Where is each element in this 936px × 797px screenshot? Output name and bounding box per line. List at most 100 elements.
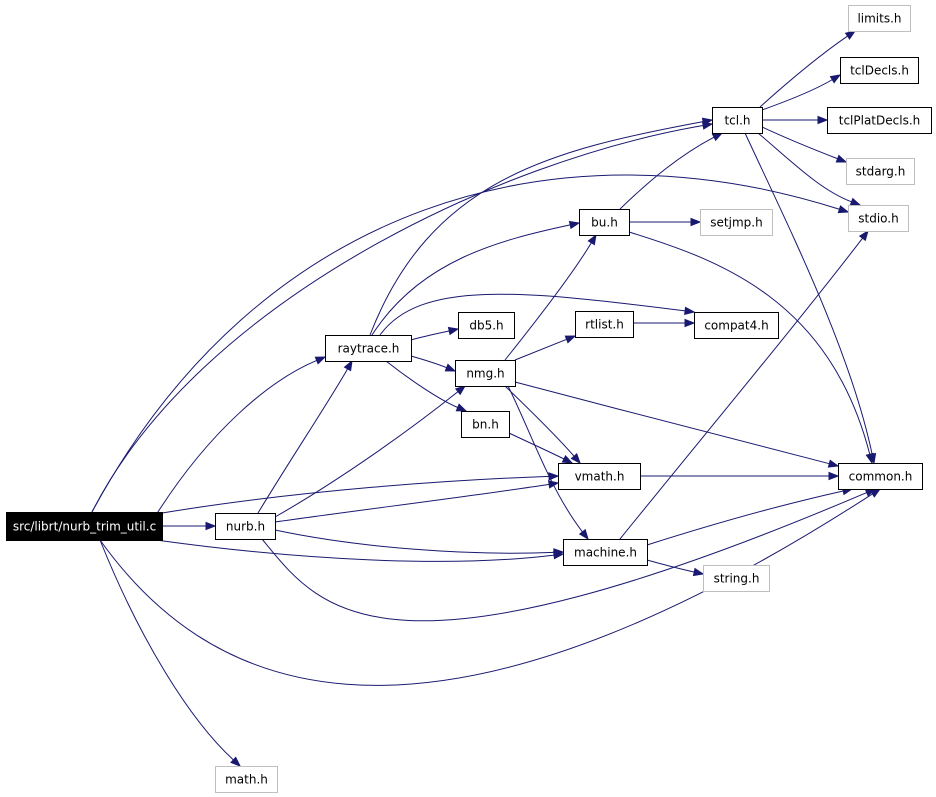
node-box [6, 512, 163, 541]
edge-line [619, 136, 715, 210]
node-box [563, 539, 648, 566]
arrowhead-icon [692, 567, 705, 577]
edge-line [761, 79, 833, 111]
edge-line [504, 385, 575, 457]
edge-rtlist-to-compat4 [633, 318, 696, 328]
node-tcl[interactable]: tcl.h [712, 107, 763, 134]
node-stdio: stdio.h [848, 205, 909, 232]
nodes-layer: src/librt/nurb_trim_util.c nurb.h raytrace… [6, 5, 932, 793]
node-label: limits.h [857, 12, 901, 26]
node-label: src/librt/nurb_trim_util.c [13, 520, 156, 534]
arrowhead-icon [314, 356, 327, 365]
edge-nmg-to-vmath [504, 385, 581, 465]
node-machine[interactable]: machine.h [563, 539, 648, 566]
edge-raytrace-to-tcl [369, 117, 714, 336]
node-bu[interactable]: bu.h [579, 209, 630, 236]
node-label: tclDecls.h [850, 64, 909, 78]
arrowhead-icon [829, 74, 842, 84]
edge-root-to-raytrace [155, 356, 327, 516]
edge-bn-to-vmath [508, 432, 574, 464]
edge-line [385, 360, 458, 408]
node-nmg[interactable]: nmg.h [455, 360, 516, 387]
edge-root-to-stdio [91, 174, 850, 513]
arrowhead-icon [553, 548, 565, 557]
node-tclDecls[interactable]: tclDecls.h [840, 57, 919, 84]
node-root[interactable]: src/librt/nurb_trim_util.c [6, 512, 163, 541]
node-nurb[interactable]: nurb.h [215, 513, 276, 540]
arrowhead-icon [858, 229, 869, 242]
arrowhead-icon [867, 452, 877, 465]
node-box [694, 312, 779, 339]
node-label: tclPlatDecls.h [839, 114, 921, 128]
arrowhead-icon [844, 30, 857, 40]
arrowhead-icon [849, 197, 862, 206]
node-box [461, 411, 510, 438]
edge-line [761, 126, 838, 160]
arrowhead-icon [711, 132, 724, 142]
edge-line [757, 132, 852, 203]
node-raytrace[interactable]: raytrace.h [325, 335, 412, 362]
node-box [846, 158, 915, 185]
node-vmath[interactable]: vmath.h [558, 463, 641, 490]
arrowhead-icon [570, 453, 581, 465]
node-label: nmg.h [466, 367, 504, 381]
node-box [325, 335, 412, 362]
edge-machine-to-common [646, 486, 854, 546]
edge-line [155, 539, 555, 562]
node-compat4[interactable]: compat4.h [694, 312, 779, 339]
edge-line [91, 174, 840, 513]
arrowhead-icon [817, 115, 829, 125]
node-tclPlatDecls[interactable]: tclPlatDecls.h [827, 107, 932, 134]
arrowhead-icon [230, 756, 242, 767]
arrowhead-icon [587, 233, 597, 246]
edge-line [257, 368, 349, 514]
node-label: tcl.h [724, 114, 750, 128]
node-limits: limits.h [848, 5, 911, 32]
edge-nurb-to-vmath [274, 480, 560, 523]
node-box [848, 5, 911, 32]
arrowhead-icon [455, 403, 468, 412]
node-box [558, 463, 641, 490]
node-rtlist[interactable]: rtlist.h [575, 311, 634, 338]
edge-tcl-to-tclPlatDecls [762, 115, 829, 125]
edge-line [274, 529, 555, 554]
edge-line [99, 493, 873, 686]
edge-bu-to-tcl [619, 132, 724, 210]
edge-root-to-vmath [155, 472, 560, 515]
arrowhead-icon [343, 359, 353, 372]
node-label: common.h [849, 470, 913, 484]
edge-nmg-to-common [514, 381, 840, 468]
node-box [712, 107, 763, 134]
node-box [455, 360, 516, 387]
edge-bu-to-common [628, 231, 874, 465]
edge-line [91, 125, 704, 513]
node-label: vmath.h [575, 470, 625, 484]
node-stdarg: stdarg.h [846, 158, 915, 185]
edge-line [508, 432, 565, 460]
arrowhead-icon [205, 521, 217, 531]
node-label: stdarg.h [856, 165, 906, 179]
arrowhead-icon [690, 217, 702, 227]
arrowhead-icon [561, 454, 574, 464]
edge-line [261, 492, 867, 622]
node-box [458, 312, 515, 339]
edge-line [744, 132, 873, 455]
edge-line [369, 121, 704, 336]
node-db5[interactable]: db5.h [458, 312, 515, 339]
node-box [703, 565, 770, 592]
edge-line [628, 231, 871, 455]
node-label: db5.h [469, 319, 503, 333]
node-common[interactable]: common.h [838, 463, 923, 490]
edge-line [410, 330, 450, 341]
node-bn[interactable]: bn.h [461, 411, 510, 438]
edge-nurb-to-nmg [274, 385, 467, 518]
edge-line [274, 483, 550, 523]
node-math: math.h [215, 766, 278, 793]
arrowhead-icon [684, 306, 696, 316]
edge-nurb-to-raytrace [257, 359, 353, 514]
arrowhead-icon [454, 385, 467, 396]
arrowhead-icon [564, 335, 577, 344]
arrowhead-icon [828, 471, 840, 481]
edge-nmg-to-machine [507, 385, 589, 541]
node-label: bn.h [472, 418, 499, 432]
